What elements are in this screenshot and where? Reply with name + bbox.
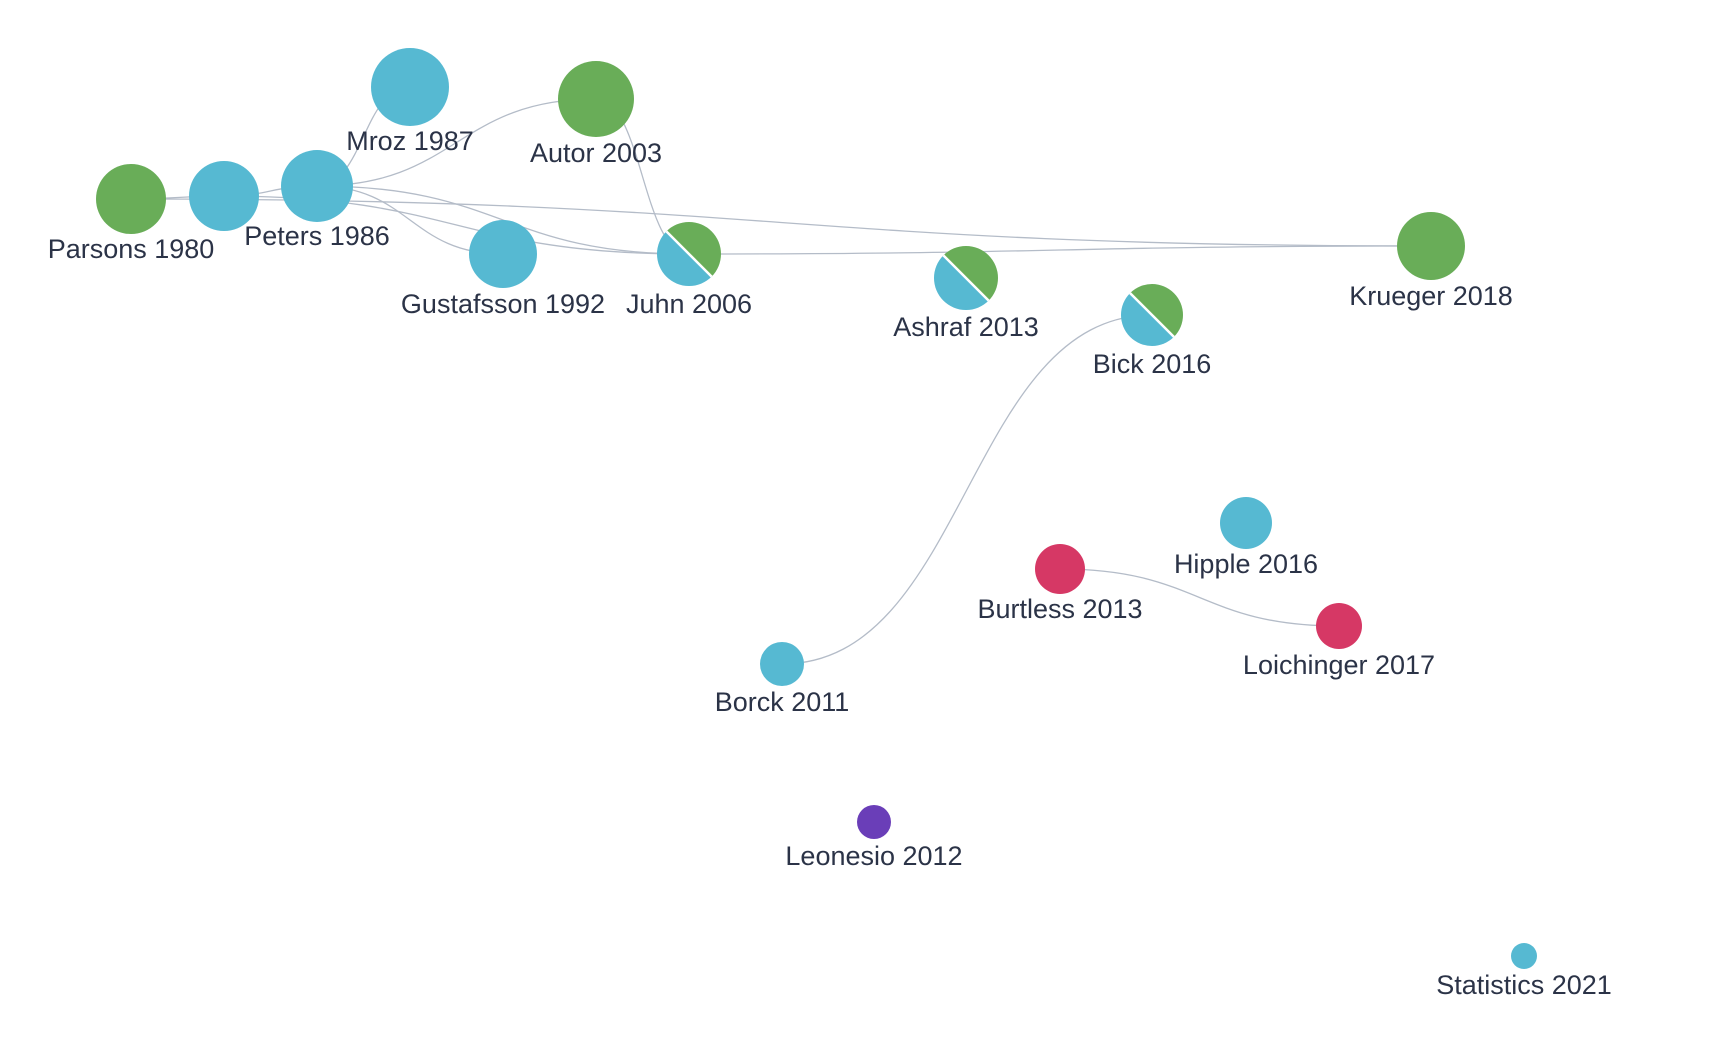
node-label-statistics: Statistics 2021 (1436, 970, 1612, 1000)
node-label-autor: Autor 2003 (530, 138, 662, 168)
node-loichinger-circle (1316, 603, 1362, 649)
node-ashraf-half-blue (934, 255, 989, 310)
edge-burtless-loichinger (1059, 568, 1340, 627)
labels-layer: Parsons 1980 Peters 1986 Mroz 1987 Autor 20… (48, 126, 1612, 1000)
node-hipple-circle (1220, 497, 1272, 549)
node-leonesio-circle (857, 805, 891, 839)
node-leonesio[interactable] (857, 805, 891, 839)
node-loichinger[interactable] (1316, 603, 1362, 649)
node-label-mroz: Mroz 1987 (346, 126, 474, 156)
node-ashraf-divider (942, 254, 990, 302)
node-bick-divider (1129, 292, 1175, 338)
node-autor-circle (558, 61, 634, 137)
node-label-juhn: Juhn 2006 (626, 289, 752, 319)
node-statistics-circle (1511, 943, 1537, 969)
node-mroz-circle (371, 48, 449, 126)
edge-peters-autor (316, 98, 597, 187)
edge-borck-bick (781, 314, 1153, 665)
node-hipple[interactable] (1220, 497, 1272, 549)
node-borck[interactable] (760, 642, 804, 686)
node-juhn-half-green (666, 221, 721, 277)
node-bick-half-blue (1121, 293, 1174, 346)
node-peters[interactable] (281, 150, 353, 222)
node-krueger-circle (1397, 212, 1465, 280)
node-ashraf-half-green (943, 245, 999, 301)
node-parsons-circle (96, 164, 166, 234)
node-label-krueger: Krueger 2018 (1349, 281, 1513, 311)
node-label-borck: Borck 2011 (715, 687, 850, 717)
node-label-hipple: Hipple 2016 (1174, 549, 1318, 579)
nodes-layer (96, 48, 1537, 969)
node-mroz[interactable] (371, 48, 449, 126)
node-parsons[interactable] (96, 164, 166, 234)
node-juhn[interactable] (657, 221, 721, 287)
node-label-gustafsson: Gustafsson 1992 (401, 289, 605, 319)
node-label-bick: Bick 2016 (1093, 349, 1212, 379)
node-borck-circle (760, 642, 804, 686)
node-ashraf[interactable] (934, 245, 999, 310)
node-peters-circle (281, 150, 353, 222)
node-autor[interactable] (558, 61, 634, 137)
node-krueger[interactable] (1397, 212, 1465, 280)
node-label-parsons: Parsons 1980 (48, 234, 215, 264)
node-peters-2[interactable] (189, 161, 259, 231)
node-juhn-half-blue (657, 231, 712, 287)
node-bick[interactable] (1121, 283, 1183, 346)
node-juhn-divider (665, 230, 713, 278)
node-label-ashraf: Ashraf 2013 (893, 312, 1039, 342)
node-peters-2-circle (189, 161, 259, 231)
edge-juhn-krueger (688, 245, 1432, 255)
edge-parsons-krueger (130, 198, 1432, 247)
node-burtless[interactable] (1035, 544, 1085, 594)
node-gustafsson-circle (469, 220, 537, 288)
node-bick-half-green (1130, 283, 1183, 337)
node-statistics[interactable] (1511, 943, 1537, 969)
node-label-burtless: Burtless 2013 (977, 594, 1142, 624)
node-label-leonesio: Leonesio 2012 (785, 841, 962, 871)
node-label-peters: Peters 1986 (244, 221, 390, 251)
node-label-loichinger: Loichinger 2017 (1243, 650, 1435, 680)
node-gustafsson[interactable] (469, 220, 537, 288)
node-burtless-circle (1035, 544, 1085, 594)
